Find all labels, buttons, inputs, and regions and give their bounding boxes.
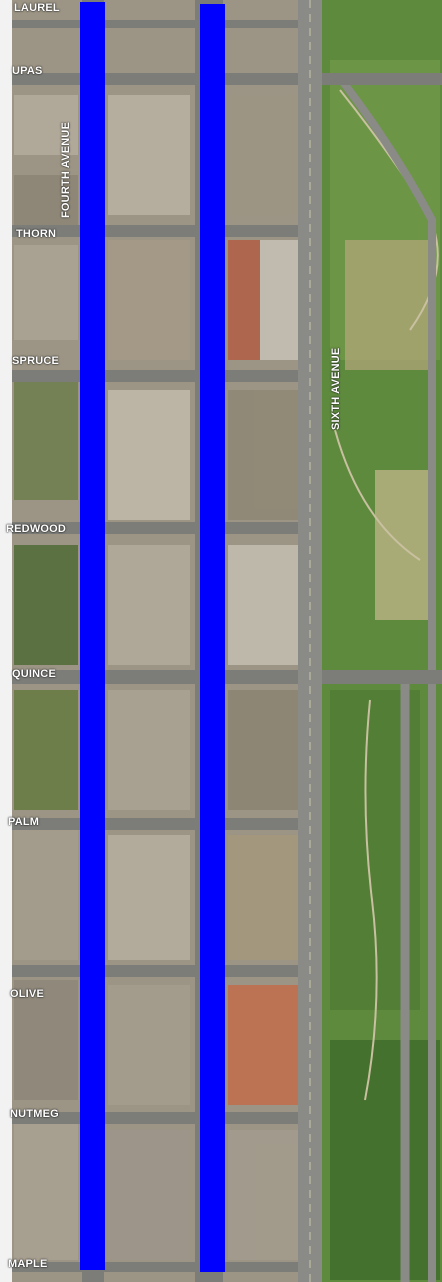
route-bar-fifth-avenue: [200, 4, 225, 1272]
street-label-upas: UPAS: [12, 65, 43, 77]
street-label-olive: OLIVE: [10, 988, 45, 1000]
street-label-palm: PALM: [8, 816, 40, 828]
street-label-quince: QUINCE: [12, 668, 56, 680]
street-label-redwood: REDWOOD: [6, 523, 67, 535]
street-label-nutmeg: NUTMEG: [10, 1108, 59, 1120]
street-label-thorn: THORN: [16, 228, 57, 240]
street-label-laurel: LAUREL: [14, 2, 60, 14]
street-label-spruce: SPRUCE: [12, 355, 60, 367]
street-label-sixth-avenue: SIXTH AVENUE: [330, 347, 342, 430]
route-bar-fourth-avenue: [80, 2, 105, 1270]
street-label-maple: MAPLE: [8, 1258, 48, 1270]
street-label-fourth-avenue: FOURTH AVENUE: [60, 121, 72, 218]
building-blocks: [14, 95, 298, 1260]
